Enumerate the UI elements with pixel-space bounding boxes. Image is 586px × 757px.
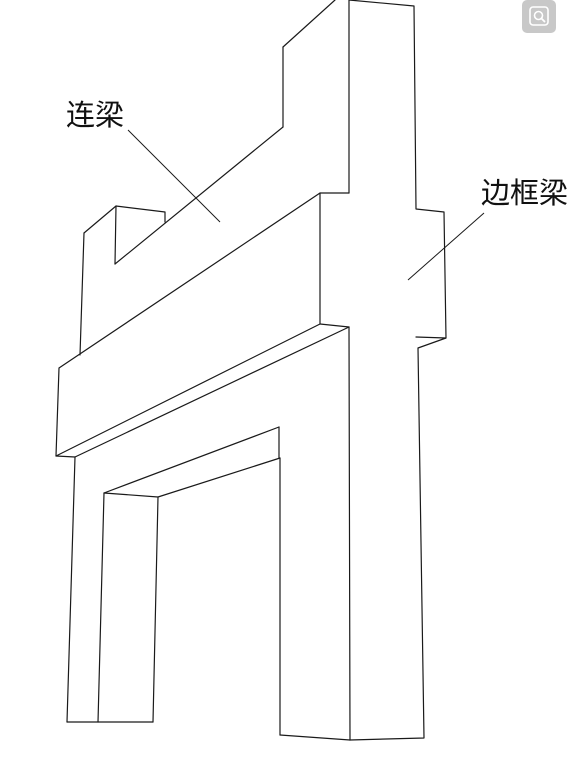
zoom-button[interactable]	[522, 0, 556, 33]
coupling-beam-label: 连梁	[66, 98, 124, 132]
coupling-beam-leader	[127, 129, 221, 223]
zoom-in-icon	[529, 6, 549, 26]
right-leg	[278, 426, 351, 741]
front-column	[348, 0, 447, 741]
frame-beam	[55, 192, 350, 458]
frame-beam-label: 边框梁	[481, 176, 568, 210]
upper-wall	[79, 0, 350, 356]
left-leg	[66, 426, 281, 723]
frame-beam-leader	[407, 212, 485, 281]
